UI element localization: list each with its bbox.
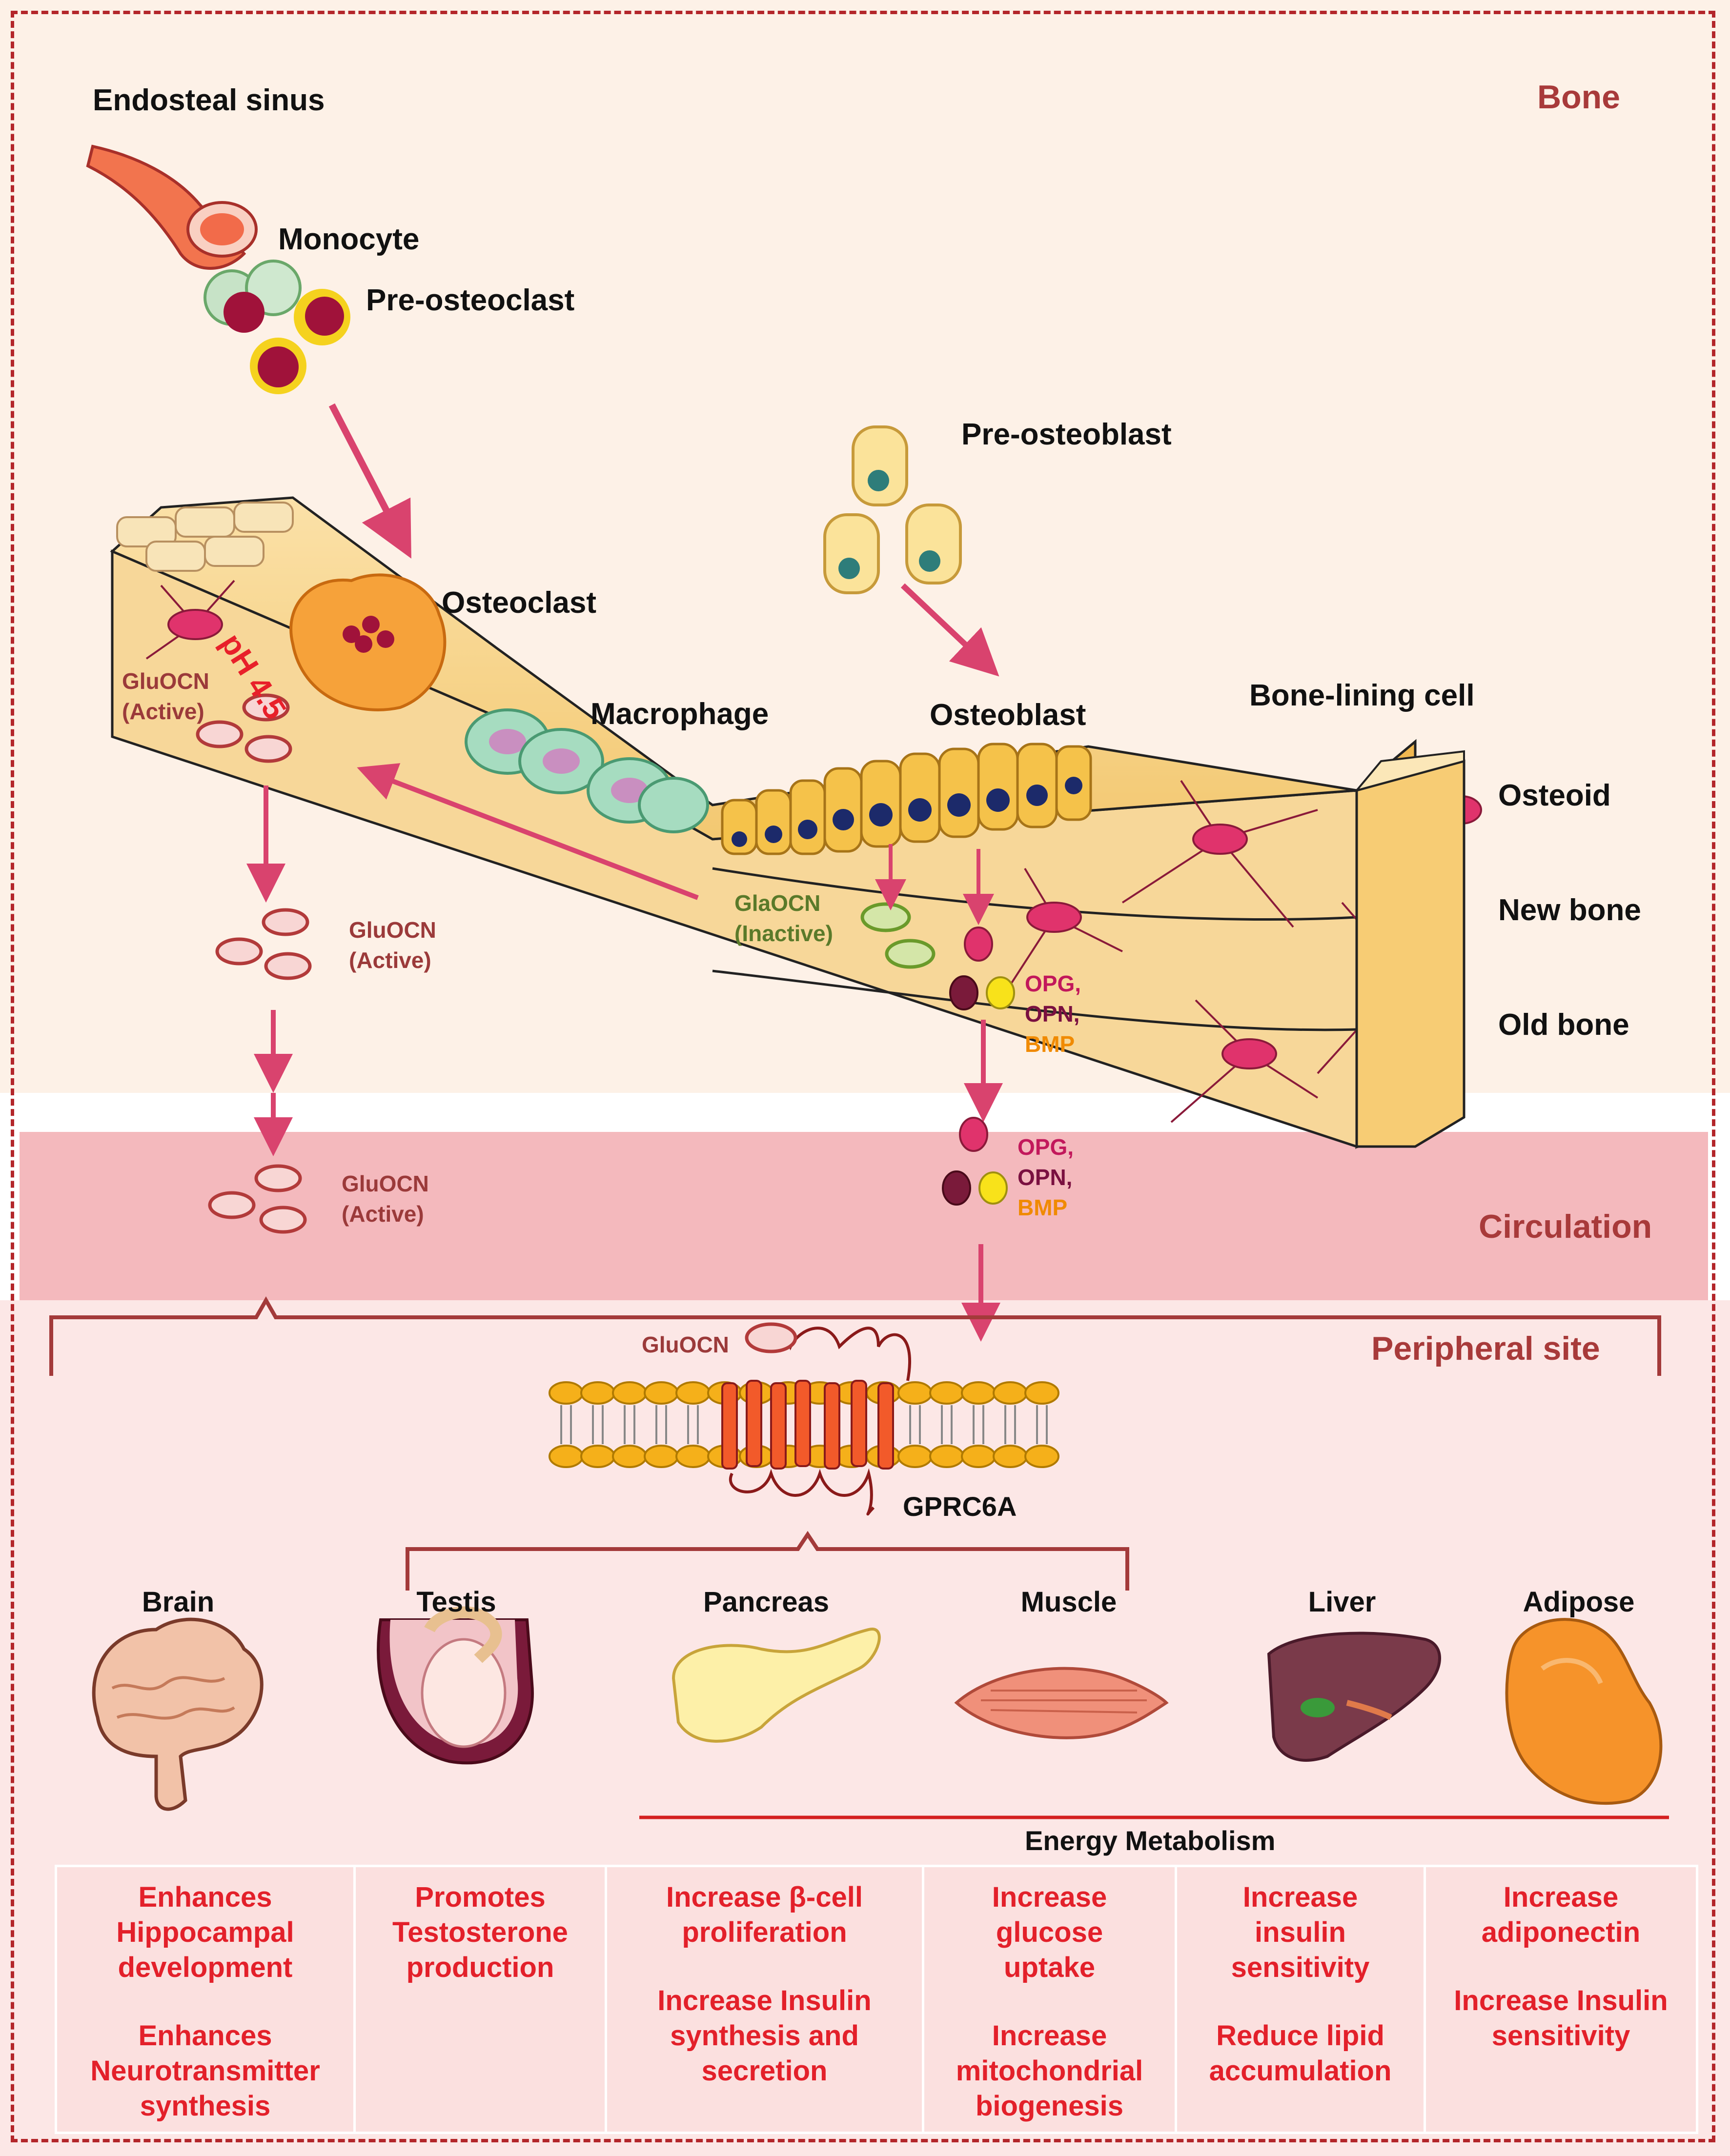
opg-text: OPG, bbox=[1025, 971, 1081, 996]
pancreas-icon bbox=[672, 1628, 881, 1743]
opn-text: OPN, bbox=[1025, 1001, 1080, 1027]
monocyte-label: Monocyte bbox=[278, 222, 420, 256]
effects-muscle: Increase glucose uptake Increase mitocho… bbox=[924, 1867, 1177, 2132]
organ-testis-title: Testis bbox=[416, 1586, 496, 1618]
old-bone-label: Old bone bbox=[1498, 1008, 1629, 1042]
effect-text: Enhances Hippocampal development bbox=[116, 1881, 294, 1983]
outer-frame bbox=[11, 11, 1715, 2142]
new-bone-label: New bone bbox=[1498, 893, 1641, 927]
effect-text: Increase glucose uptake bbox=[992, 1881, 1107, 1983]
bmp-text: BMP bbox=[1025, 1031, 1075, 1057]
effects-liver: Increase insulin sensitivity Reduce lipi… bbox=[1177, 1867, 1426, 2132]
gluocn-bone-label: GluOCN (Active) bbox=[122, 666, 209, 726]
endosteal-sinus-vessel bbox=[86, 144, 258, 270]
glaocn-label: GlaOCN (Inactive) bbox=[734, 888, 833, 948]
effect-text: Increase mitochondrial biogenesis bbox=[956, 2020, 1143, 2122]
organ-liver-title: Liver bbox=[1308, 1586, 1376, 1618]
osteoblast-label: Osteoblast bbox=[930, 698, 1086, 732]
pre-osteoclast-cells bbox=[250, 289, 350, 394]
glaocn-molecules bbox=[860, 902, 936, 969]
arrow-glaocn-to-gluocn bbox=[357, 763, 699, 900]
bone-lining-cell-label: Bone-lining cell bbox=[1249, 679, 1475, 712]
opg-opn-bmp-bone bbox=[949, 927, 1015, 1010]
opg-opn-bmp-bone-label: OPG, OPN, BMP bbox=[1025, 968, 1081, 1059]
effect-text: Increase insulin sensitivity bbox=[1231, 1881, 1370, 1983]
effects-testis: Promotes Testosterone production bbox=[356, 1867, 607, 2132]
macrophage-cells bbox=[465, 708, 709, 833]
pre-osteoblast-cells bbox=[823, 425, 962, 594]
testis-icon bbox=[377, 1606, 534, 1765]
brain-icon bbox=[92, 1617, 264, 1811]
monocyte-cells bbox=[204, 260, 302, 333]
opn-text: OPN, bbox=[1018, 1165, 1073, 1190]
macrophage-label: Macrophage bbox=[590, 697, 769, 731]
osteoclast-cell bbox=[289, 573, 447, 711]
glaocn-text: GlaOCN bbox=[734, 890, 821, 916]
effects-pancreas: Increase β-cell proliferation Increase I… bbox=[607, 1867, 924, 2132]
effect-text: Reduce lipid accumulation bbox=[1209, 2020, 1392, 2087]
pre-osteoclast-label: Pre-osteoclast bbox=[366, 283, 575, 317]
gprc6a-label: GPRC6A bbox=[903, 1491, 1017, 1522]
bone-block-right bbox=[1354, 750, 1465, 1148]
arrow-to-osteoclast bbox=[328, 403, 411, 559]
bmp-text: BMP bbox=[1018, 1195, 1068, 1220]
effects-adipose: Increase adiponectin Increase Insulin se… bbox=[1426, 1867, 1696, 2132]
arrow-to-osteoblast bbox=[900, 583, 999, 677]
effect-text: Increase β-cell proliferation bbox=[666, 1881, 863, 1948]
section-bone-label: Bone bbox=[1537, 79, 1620, 116]
effect-text: Increase Insulin synthesis and secretion bbox=[657, 1985, 872, 2087]
gluocn-in-bone bbox=[196, 693, 292, 763]
gluocn-receptor-label: GluOCN bbox=[642, 1332, 729, 1357]
adipose-icon bbox=[1505, 1618, 1663, 1805]
muscle-icon bbox=[954, 1667, 1169, 1739]
gprc6a-brace bbox=[406, 1531, 1129, 1591]
pre-osteoblast-label: Pre-osteoblast bbox=[961, 418, 1172, 451]
energy-metabolism-label: Energy Metabolism bbox=[1025, 1825, 1276, 1856]
osteoclast-label: Osteoclast bbox=[442, 586, 597, 620]
active-text: (Active) bbox=[342, 1201, 424, 1227]
gluocn-text: GluOCN bbox=[342, 1171, 429, 1196]
inactive-text: (Inactive) bbox=[734, 921, 833, 946]
gprc6a-receptor bbox=[721, 1327, 912, 1516]
organ-adipose-title: Adipose bbox=[1523, 1586, 1635, 1618]
osteoblast-nuclei bbox=[732, 777, 1082, 847]
active-text: (Active) bbox=[349, 947, 431, 973]
organ-brain-title: Brain bbox=[142, 1586, 215, 1618]
section-circulation-label: Circulation bbox=[1479, 1208, 1652, 1245]
effects-table: Enhances Hippocampal development Enhance… bbox=[55, 1865, 1698, 2134]
effect-text: Increase adiponectin bbox=[1481, 1881, 1641, 1948]
gluocn-text: GluOCN bbox=[349, 917, 436, 943]
section-peripheral-label: Peripheral site bbox=[1371, 1330, 1600, 1367]
opg-opn-bmp-circulation bbox=[942, 1117, 1008, 1206]
opg-opn-bmp-circulation-label: OPG, OPN, BMP bbox=[1018, 1132, 1074, 1223]
gluocn-circulation-label: GluOCN (Active) bbox=[342, 1169, 429, 1229]
opg-text: OPG, bbox=[1018, 1134, 1074, 1160]
effect-text: Promotes Testosterone production bbox=[392, 1881, 568, 1983]
effect-text: Increase Insulin sensitivity bbox=[1454, 1985, 1668, 2052]
osteoid-label: Osteoid bbox=[1498, 779, 1611, 812]
liver-icon bbox=[1267, 1632, 1441, 1762]
gluocn-ligand bbox=[745, 1322, 797, 1353]
gluocn-blood-1 bbox=[215, 908, 312, 980]
effect-text: Enhances Neurotransmitter synthesis bbox=[90, 2020, 320, 2122]
gluocn-blood-label: GluOCN (Active) bbox=[349, 915, 436, 975]
peripheral-brace bbox=[49, 1296, 1661, 1376]
effects-brain: Enhances Hippocampal development Enhance… bbox=[57, 1867, 356, 2132]
organ-muscle-title: Muscle bbox=[1020, 1586, 1117, 1618]
endosteal-sinus-label: Endosteal sinus bbox=[93, 83, 325, 117]
gluocn-text: GluOCN bbox=[122, 668, 209, 694]
gluocn-circulation bbox=[208, 1164, 307, 1234]
active-text: (Active) bbox=[122, 699, 204, 724]
organ-pancreas-title: Pancreas bbox=[703, 1586, 829, 1618]
